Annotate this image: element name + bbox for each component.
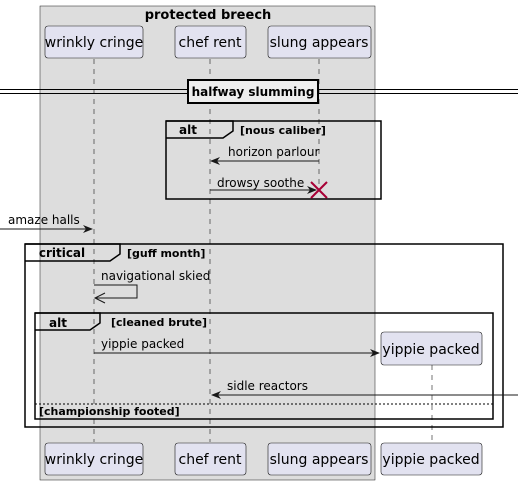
fragment-guard: [nous caliber] [240,124,326,137]
message-horizon-parlour: horizon parlour [210,145,319,165]
message-yippie-packed: yippie packed [94,337,380,357]
message-label: sidle reactors [227,379,308,393]
participant-yippie-packed-foot[interactable]: yippie packed [380,442,483,476]
message-sidle-reactors: sidle reactors [211,379,518,399]
fragment-guard: [cleaned brute] [111,316,207,329]
divider: halfway slumming [0,79,518,104]
message-label: horizon parlour [228,145,319,159]
message-label: drowsy soothe [217,176,304,190]
fragment-critical-guff-month: critical [guff month] [24,243,504,428]
destroy-icon [310,181,328,199]
participant-label: yippie packed [382,342,479,358]
fragment-alt-cleaned-brute: alt [cleaned brute] [championship footed… [34,312,494,420]
participant-label: slung appears [270,452,369,468]
participant-label: chef rent [179,35,242,51]
participant-label: chef rent [179,452,242,468]
participant-slung-appears-head[interactable]: slung appears [267,25,372,59]
message-drowsy-soothe: drowsy soothe [210,176,317,194]
participant-wrinkly-cringe-foot[interactable]: wrinkly cringe [44,442,144,476]
fragment-keyword: alt [49,316,67,330]
participant-label: yippie packed [382,452,479,468]
message-label: navigational skied [101,269,210,283]
message-navigational-skied: navigational skied [93,269,210,304]
participant-slung-appears-foot[interactable]: slung appears [267,442,372,476]
participant-label: wrinkly cringe [45,35,143,51]
box-title: protected breech [145,8,272,23]
participant-chef-rent-foot[interactable]: chef rent [174,442,247,476]
fragment-keyword: alt [179,123,197,137]
fragment-guard: [guff month] [127,247,205,260]
fragment-else-guard: [championship footed] [39,405,180,418]
participant-wrinkly-cringe-head[interactable]: wrinkly cringe [44,25,144,59]
participant-label: wrinkly cringe [45,452,143,468]
participant-label: slung appears [270,35,369,51]
message-label: amaze halls [8,213,80,227]
divider-label: halfway slumming [192,85,315,99]
participant-yippie-packed-created[interactable]: yippie packed [380,331,483,366]
fragment-alt-nous-caliber: alt [nous caliber] [165,120,382,200]
participant-chef-rent-head[interactable]: chef rent [174,25,247,59]
message-amaze-halls: amaze halls [0,213,93,233]
fragment-keyword: critical [39,246,85,260]
divider-label-box [187,79,319,104]
message-label: yippie packed [101,337,184,351]
